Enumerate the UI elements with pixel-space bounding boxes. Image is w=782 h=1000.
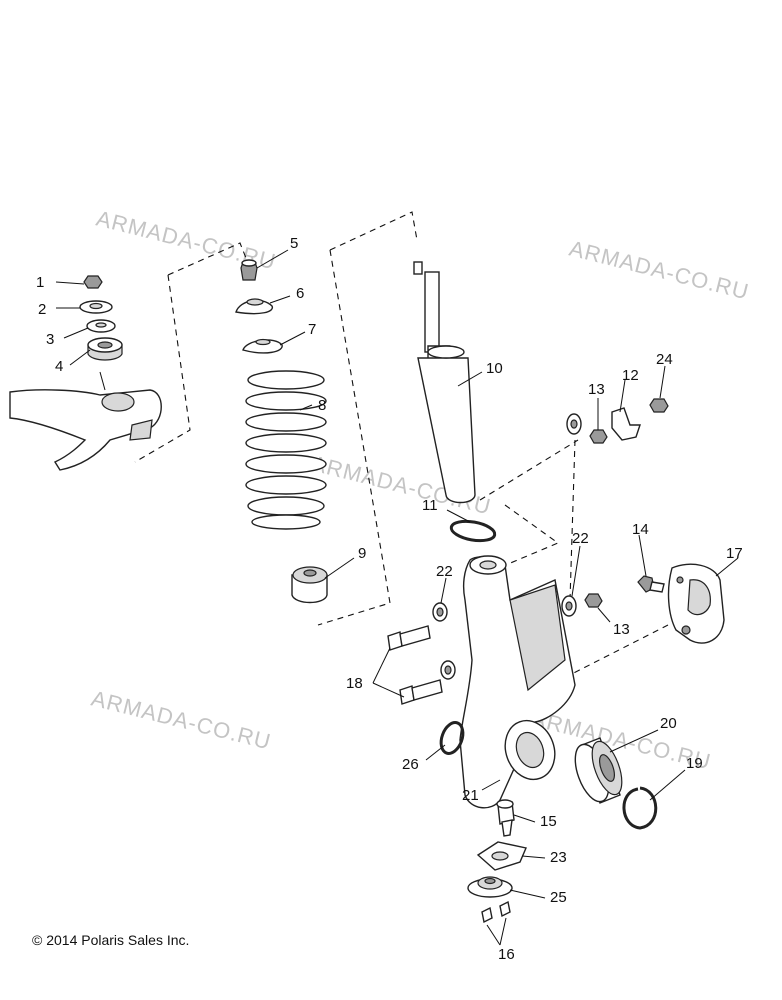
part-25-boot-cover [467, 876, 513, 898]
callout-11: 11 [422, 497, 438, 514]
upper-a-arm [9, 371, 162, 471]
part-19-snap-ring [622, 786, 658, 830]
assembly-guides [134, 211, 669, 681]
callout-22-left: 22 [436, 563, 453, 580]
part-7-spring-seat [242, 338, 283, 354]
part-13-nut-upper [589, 429, 608, 444]
part-1-nut [83, 275, 103, 289]
part-22-washer-bolt-lower [440, 660, 456, 680]
callout-18: 18 [346, 675, 363, 692]
callout-23: 23 [550, 849, 567, 866]
part-22-washer-lower [561, 595, 577, 617]
part-26-o-ring [439, 721, 465, 755]
callout-5: 5 [290, 235, 298, 252]
part-12-bracket-clip [611, 407, 641, 441]
callout-21: 21 [462, 787, 479, 804]
callout-labels: 1 2 3 4 5 6 7 8 9 10 11 12 13 13 14 15 1… [36, 235, 743, 963]
watermark-4: ARMADA-CO.RU [89, 686, 274, 755]
callout-12: 12 [622, 367, 639, 384]
part-14-bolt [637, 575, 665, 593]
callout-10: 10 [486, 360, 503, 377]
callout-1: 1 [36, 274, 44, 291]
part-24-nut [649, 398, 669, 413]
part-17-brake-caliper [667, 563, 725, 644]
callout-25: 25 [550, 889, 567, 906]
callout-17: 17 [726, 545, 743, 562]
watermark-2: ARMADA-CO.RU [567, 236, 752, 305]
callout-4: 4 [55, 358, 63, 375]
part-20-wheel-bearing [574, 737, 623, 804]
part-9-bump-stop [291, 566, 328, 604]
part-22-washer-bolt-upper [432, 602, 448, 622]
part-13-nut-lower [584, 593, 603, 608]
part-3-washer [86, 319, 116, 333]
part-22-washer-upper [566, 413, 582, 435]
part-23-retainer-plate [476, 841, 527, 871]
callout-20: 20 [660, 715, 677, 732]
callout-16: 16 [498, 946, 515, 963]
callout-13-lower: 13 [613, 621, 630, 638]
callout-14: 14 [632, 521, 649, 538]
callout-22-right: 22 [572, 530, 589, 547]
callout-7: 7 [308, 321, 316, 338]
part-4-bushing [87, 337, 123, 361]
part-10-shock-absorber [413, 261, 476, 504]
callout-15: 15 [540, 813, 557, 830]
callout-24: 24 [656, 351, 673, 368]
part-8-coil-spring [245, 370, 327, 530]
part-2-washer [79, 300, 113, 314]
part-16-screws [481, 900, 511, 924]
part-18-bolt-upper [387, 625, 431, 651]
copyright-notice: © 2014 Polaris Sales Inc. [32, 932, 190, 948]
part-18-bolt-lower [399, 679, 443, 705]
callout-3: 3 [46, 331, 54, 348]
callout-6: 6 [296, 285, 304, 302]
leader-lines [55, 249, 739, 946]
part-5-nut [240, 259, 258, 281]
callout-26: 26 [402, 756, 419, 773]
callout-9: 9 [358, 545, 366, 562]
callout-2: 2 [38, 301, 46, 318]
callout-8: 8 [318, 397, 326, 414]
callout-19: 19 [686, 755, 703, 772]
part-6-upper-cup [235, 298, 273, 315]
part-11-o-ring [449, 519, 497, 543]
callout-13-upper: 13 [588, 381, 605, 398]
part-15-ball-joint [496, 799, 515, 837]
part-21-steering-knuckle [459, 555, 576, 809]
